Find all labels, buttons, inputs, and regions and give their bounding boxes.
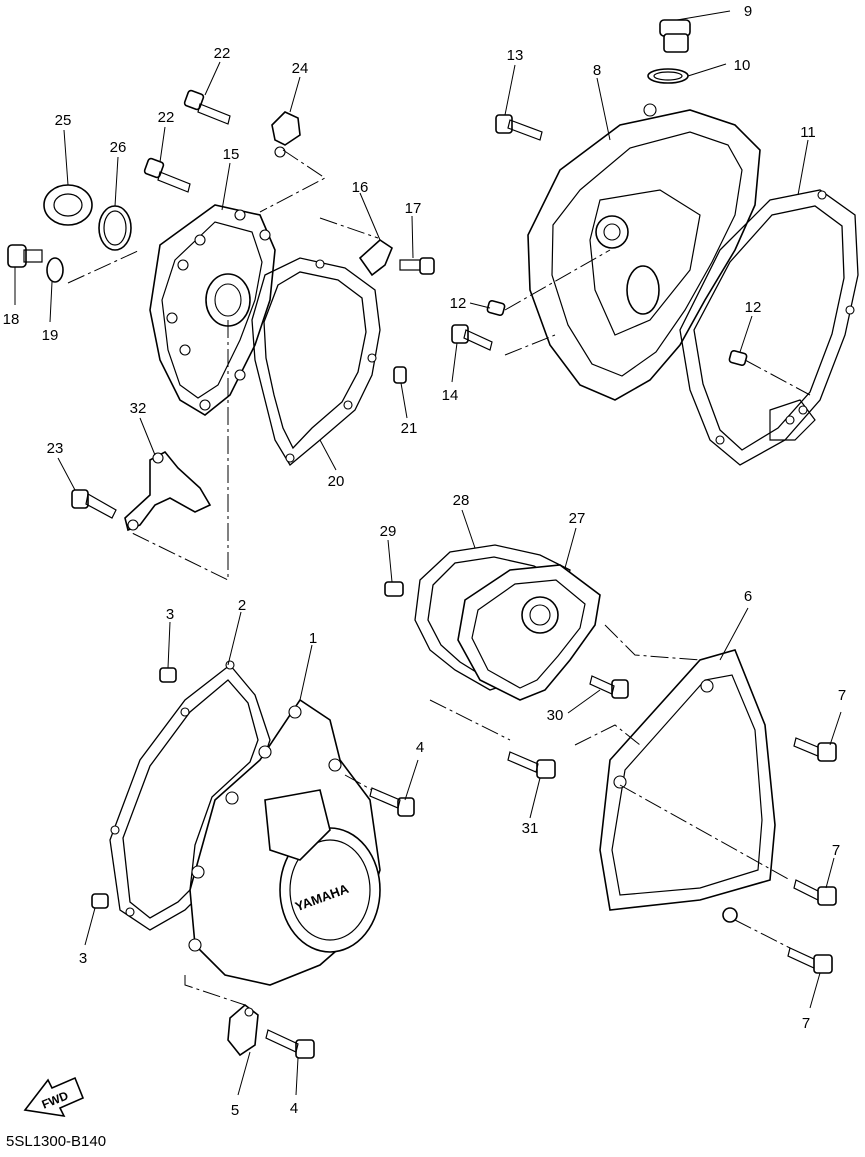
callout-17: 17 [405, 200, 422, 217]
crankcase-cover-assembly [384, 544, 837, 974]
generator-cover-assembly: YAMAHA [91, 660, 415, 1059]
callout-13: 13 [507, 47, 524, 64]
callout-labels: 1 2 3 3 4 4 5 6 7 7 7 8 9 10 11 12 12 13… [3, 3, 847, 1119]
callout-12-right: 12 [745, 299, 762, 316]
clutch-cover-assembly [451, 19, 859, 466]
callout-28: 28 [453, 492, 470, 509]
fwd-arrow-icon: FWD [23, 1076, 85, 1118]
callout-7-mid: 7 [832, 842, 840, 859]
callout-19: 19 [42, 327, 59, 344]
diagram-code: 5SL1300-B140 [6, 1133, 106, 1150]
callout-14: 14 [442, 387, 459, 404]
callout-20: 20 [328, 473, 345, 490]
callout-18: 18 [3, 311, 20, 328]
callout-3-lower: 3 [79, 950, 87, 967]
callout-5: 5 [231, 1102, 239, 1119]
callout-22-upper: 22 [214, 45, 231, 62]
callout-24: 24 [292, 60, 309, 77]
callout-23: 23 [47, 440, 64, 457]
callout-25: 25 [55, 112, 72, 129]
callout-21: 21 [401, 420, 418, 437]
callout-12-left: 12 [450, 295, 467, 312]
callout-9: 9 [744, 3, 752, 20]
callout-6: 6 [744, 588, 752, 605]
callout-leaders [14, 10, 842, 1096]
callout-30: 30 [547, 707, 564, 724]
callout-26: 26 [110, 139, 127, 156]
callout-7-top: 7 [838, 687, 846, 704]
callout-22-lower: 22 [158, 109, 175, 126]
callout-7-bottom: 7 [802, 1015, 810, 1032]
callout-15: 15 [223, 146, 240, 163]
callout-3-upper: 3 [166, 606, 174, 623]
oil-pump-cover-assembly [7, 89, 435, 581]
callout-8: 8 [593, 62, 601, 79]
callout-31: 31 [522, 820, 539, 837]
callout-1: 1 [309, 630, 317, 647]
callout-10: 10 [734, 57, 751, 74]
callout-4-lower: 4 [290, 1100, 298, 1117]
callout-27: 27 [569, 510, 586, 527]
callout-4-upper: 4 [416, 739, 424, 756]
callout-32: 32 [130, 400, 147, 417]
callout-29: 29 [380, 523, 397, 540]
callout-11: 11 [800, 124, 816, 141]
callout-2: 2 [238, 597, 246, 614]
callout-16: 16 [352, 179, 369, 196]
